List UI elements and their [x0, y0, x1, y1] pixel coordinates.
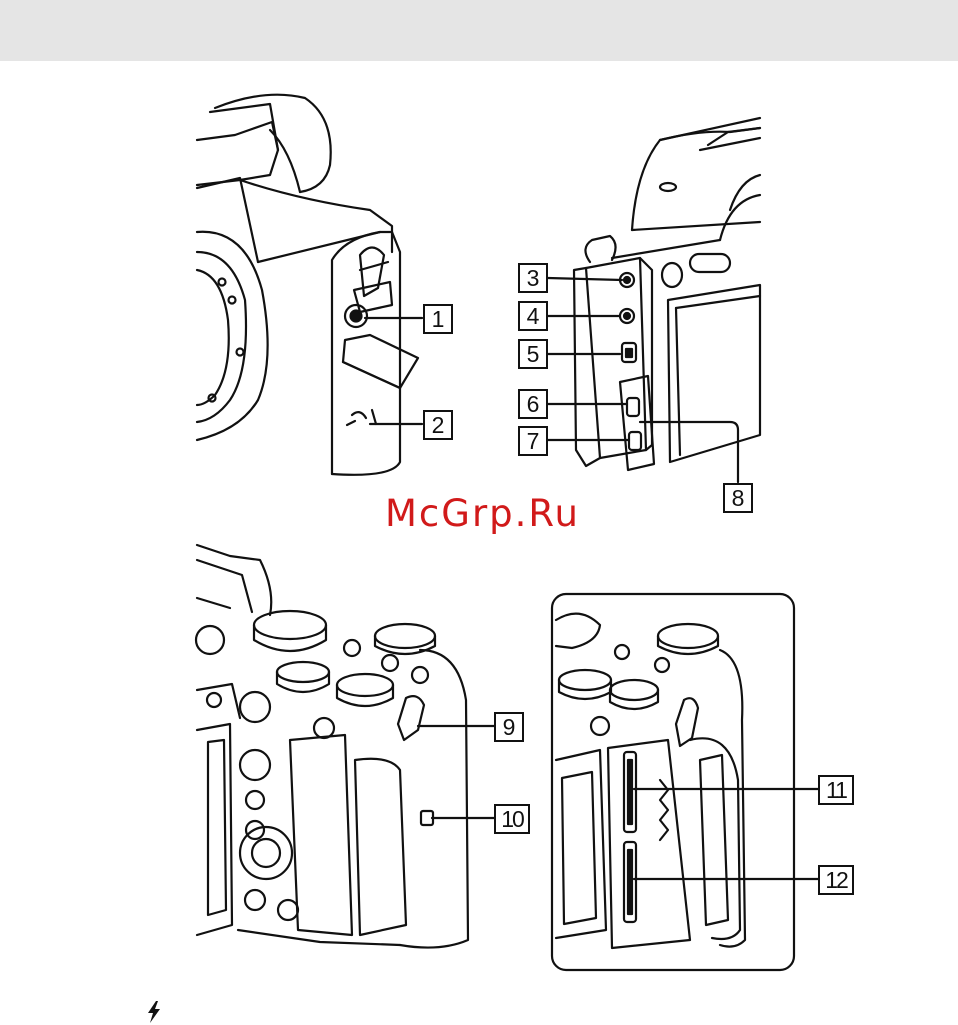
callout-9: 9: [494, 712, 524, 742]
callout-3: 3: [518, 263, 548, 293]
camera-terminals-illustration: [574, 118, 760, 470]
memory-card-slots-illustration: [556, 614, 745, 948]
camera-left-side-illustration: [197, 95, 418, 475]
callout-4: 4: [518, 301, 548, 331]
callout-8: 8: [723, 483, 753, 513]
camera-grip-illustration: [196, 545, 468, 948]
watermark-text: McGrp.Ru: [385, 492, 580, 535]
callout-5: 5: [518, 339, 548, 369]
leader-line-8: [640, 422, 738, 482]
callout-6: 6: [518, 389, 548, 419]
callout-10: 10: [494, 804, 530, 834]
flash-icon: [146, 1001, 162, 1023]
callout-11: 11: [818, 775, 854, 805]
callout-7: 7: [518, 426, 548, 456]
callout-12: 12: [818, 865, 854, 895]
callout-1: 1: [423, 304, 453, 334]
leader-line-3: [548, 278, 622, 280]
callout-2: 2: [423, 410, 453, 440]
